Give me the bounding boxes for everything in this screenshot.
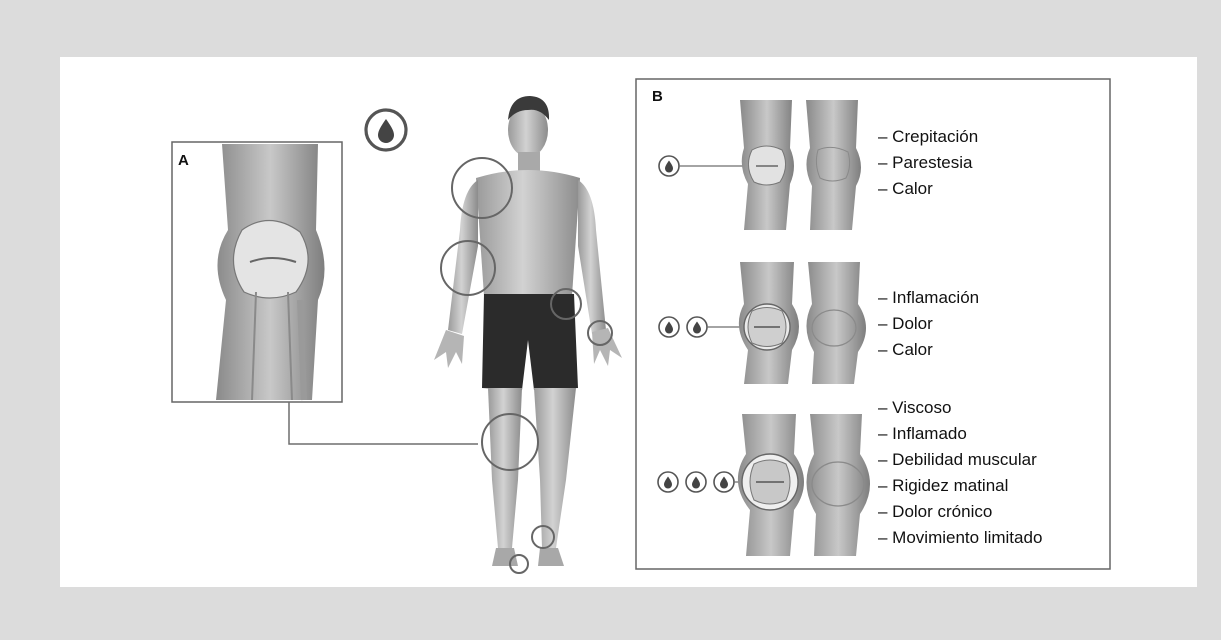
symptom-text: – Dolor (878, 314, 933, 333)
symptom-text: – Inflamación (878, 288, 979, 307)
symptom-text: – Dolor crónico (878, 502, 992, 521)
symptom-text: – Crepitación (878, 127, 978, 146)
blood-drop-icon (659, 317, 679, 337)
panel-a: A (172, 142, 478, 444)
blood-drop-icon (366, 110, 406, 150)
blood-drop-icon (687, 317, 707, 337)
panel-b: B – Crepitación – Parestesia – Calor (636, 79, 1110, 569)
human-figure (434, 96, 622, 573)
symptom-text: – Calor (878, 340, 933, 359)
knee-anatomy-stage-1 (740, 100, 794, 230)
panel-a-label: A (178, 152, 189, 169)
blood-drop-icon (658, 472, 678, 492)
panel-b-label: B (652, 88, 663, 105)
symptom-text: – Inflamado (878, 424, 967, 443)
blood-drop-icon (686, 472, 706, 492)
blood-drop-icon (659, 156, 679, 176)
symptom-text: – Rigidez matinal (878, 476, 1008, 495)
knee-exterior-stage-1 (806, 100, 861, 230)
symptom-text: – Viscoso (878, 398, 951, 417)
symptom-text: – Debilidad muscular (878, 450, 1037, 469)
knee-anatomy-large (216, 144, 325, 400)
symptom-text: – Calor (878, 179, 933, 198)
knee-anatomy-stage-2 (739, 262, 799, 384)
symptom-text: – Parestesia (878, 153, 973, 172)
symptom-text: – Movimiento limitado (878, 528, 1042, 547)
connector-line-a (289, 402, 478, 444)
blood-drop-icon (714, 472, 734, 492)
